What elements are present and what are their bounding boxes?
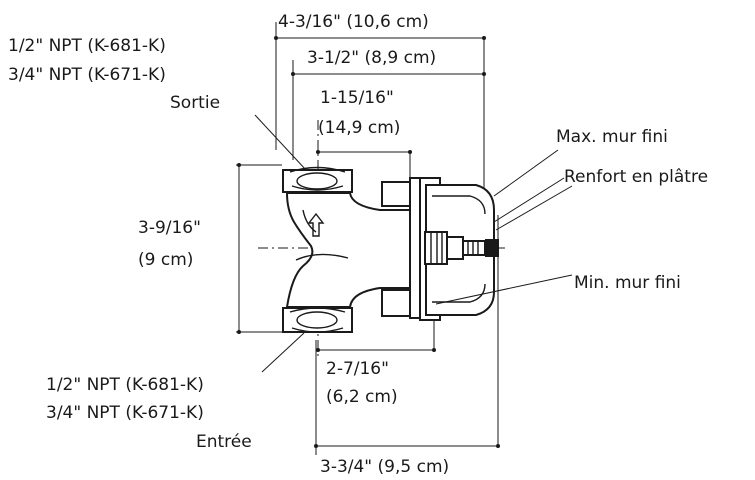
inlet-spec-1: 1/2" NPT (K-681-K) (46, 375, 204, 395)
dim-depth-top-2: (14,9 cm) (318, 118, 400, 138)
dim-height-1: 3-9/16" (138, 218, 201, 238)
dim-bottom-width: 3-3/4" (9,5 cm) (320, 457, 449, 477)
wall-labels: Max. mur fini Renfort en plâtre Min. mur… (556, 127, 708, 293)
valve-body (282, 166, 499, 333)
max-wall-label: Max. mur fini (556, 127, 668, 147)
outlet-name: Sortie (170, 93, 220, 113)
dim-depth-bottom-1: 2-7/16" (326, 359, 389, 379)
reinforcement-label: Renfort en plâtre (564, 167, 708, 187)
dim-overall-width: 4-3/16" (10,6 cm) (278, 12, 429, 32)
inlet-name: Entrée (196, 432, 252, 452)
dim-outlet-to-wall: 3-1/2" (8,9 cm) (307, 48, 436, 68)
dim-depth-bottom-2: (6,2 cm) (326, 387, 398, 407)
inlet-spec-2: 3/4" NPT (K-671-K) (46, 403, 204, 423)
inlet-callout: 1/2" NPT (K-681-K) 3/4" NPT (K-671-K) En… (46, 375, 252, 452)
dimension-labels: 4-3/16" (10,6 cm) 3-1/2" (8,9 cm) 1-15/1… (138, 12, 449, 477)
dim-depth-top-1: 1-15/16" (320, 88, 394, 108)
outlet-spec-2: 3/4" NPT (K-671-K) (8, 65, 166, 85)
dim-height-2: (9 cm) (138, 250, 193, 270)
outlet-callout: 1/2" NPT (K-681-K) 3/4" NPT (K-671-K) So… (8, 36, 220, 113)
leader-lines (254, 114, 573, 373)
outlet-spec-1: 1/2" NPT (K-681-K) (8, 36, 166, 56)
min-wall-label: Min. mur fini (574, 273, 681, 293)
